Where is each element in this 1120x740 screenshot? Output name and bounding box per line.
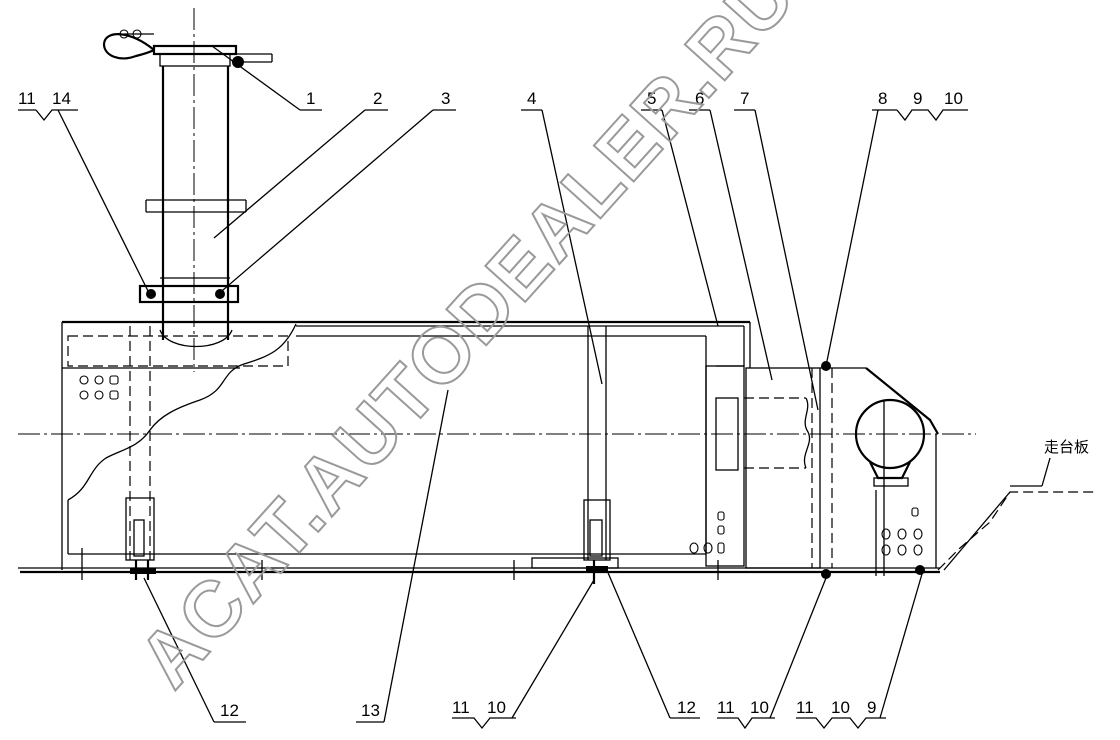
callout-10-a: 10 bbox=[487, 698, 506, 717]
callout-5: 5 bbox=[647, 89, 656, 108]
walkway-label: 走台板 bbox=[1044, 438, 1089, 456]
top-callouts: 11 14 1 2 3 4 5 6 7 8 9 10 bbox=[18, 89, 963, 108]
callout-10-top: 10 bbox=[944, 89, 963, 108]
callout-12-left: 12 bbox=[220, 701, 239, 720]
bottom-callouts: 12 13 11 10 12 11 10 11 10 9 bbox=[220, 698, 876, 720]
callout-7: 7 bbox=[740, 89, 749, 108]
exhaust-stack bbox=[102, 8, 273, 372]
callout-11-b: 11 bbox=[717, 698, 735, 717]
callout-10-b: 10 bbox=[750, 698, 769, 717]
callout-11-a: 11 bbox=[452, 698, 470, 717]
callout-9-bottom: 9 bbox=[867, 698, 876, 717]
tail-section bbox=[745, 361, 939, 579]
callout-12-right: 12 bbox=[677, 698, 696, 717]
support-bracket-right bbox=[583, 326, 611, 584]
callout-2: 2 bbox=[373, 89, 382, 108]
callout-4: 4 bbox=[527, 89, 536, 108]
callout-10-c: 10 bbox=[831, 698, 850, 717]
watermark-text: ACAT.AUTODEALER.RU bbox=[121, 0, 812, 703]
callout-8: 8 bbox=[878, 89, 887, 108]
callout-14: 14 bbox=[52, 89, 71, 108]
hole-pattern-right bbox=[689, 511, 725, 554]
watermark: ACAT.AUTODEALER.RU bbox=[120, 0, 813, 704]
callout-9-top: 9 bbox=[913, 89, 922, 108]
callout-3: 3 bbox=[441, 89, 450, 108]
callout-11-c: 11 bbox=[796, 698, 814, 717]
muffler-body bbox=[18, 320, 976, 580]
support-bracket-left bbox=[125, 326, 156, 580]
walkway-plate: 走台板 bbox=[937, 438, 1096, 571]
callout-6: 6 bbox=[695, 89, 704, 108]
callout-1: 1 bbox=[306, 89, 315, 108]
hole-pattern-left bbox=[79, 375, 119, 400]
callout-13: 13 bbox=[361, 701, 380, 720]
leader-lines bbox=[18, 45, 968, 730]
callout-11-top: 11 bbox=[18, 89, 36, 108]
